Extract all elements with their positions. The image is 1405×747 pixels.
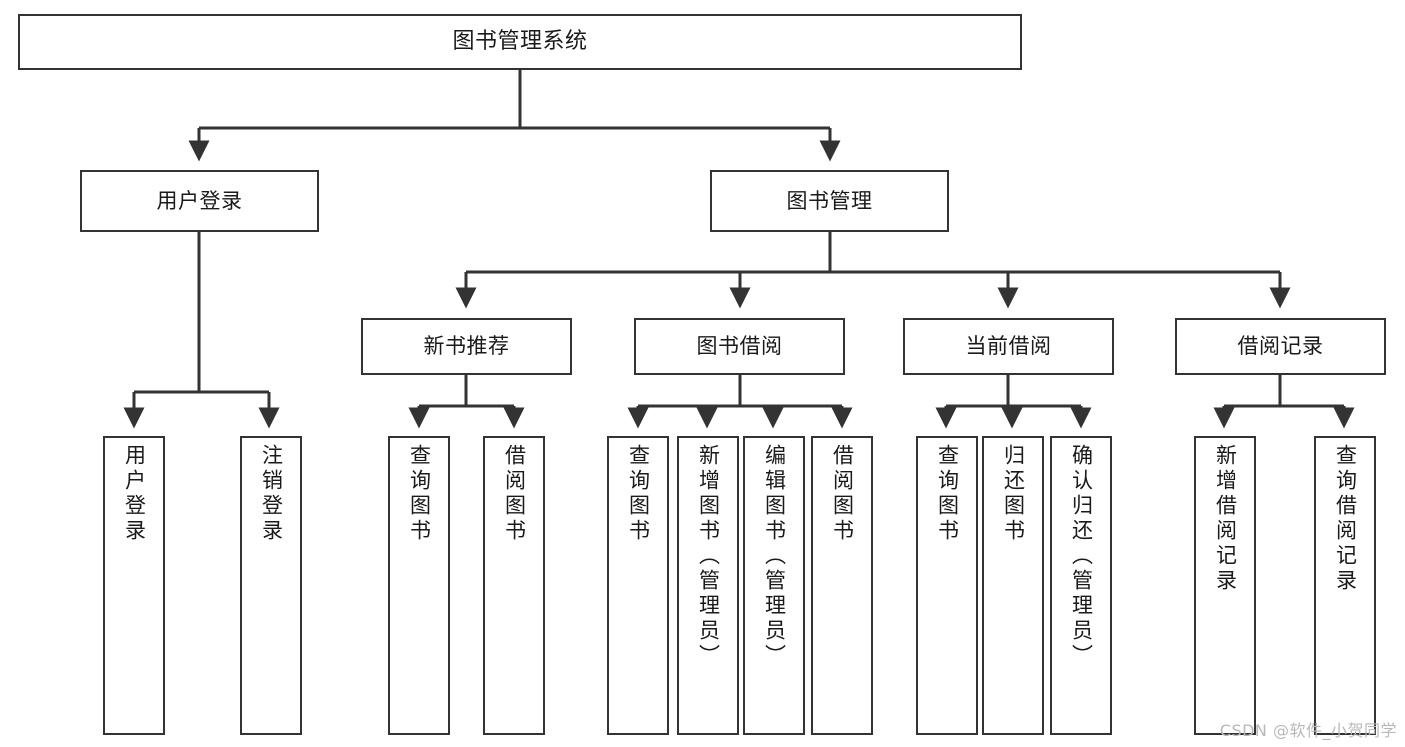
node-root-label: 图书管理系统: [452, 29, 588, 55]
node-leaf-edit-book-label: 编辑图书（管理员）: [762, 444, 787, 669]
node-leaf-query-record[interactable]: 查询借阅记录: [1314, 436, 1376, 735]
node-book-manage-label: 图书管理: [786, 188, 873, 213]
node-book-borrow[interactable]: 图书借阅: [634, 318, 845, 375]
node-leaf-query-book-1[interactable]: 查询图书: [388, 436, 450, 735]
node-current-borrow-label: 当前借阅: [965, 334, 1052, 359]
node-leaf-logout-label: 注销登录: [259, 444, 284, 544]
node-current-borrow[interactable]: 当前借阅: [903, 318, 1114, 375]
node-leaf-add-book[interactable]: 新增图书（管理员）: [677, 436, 739, 735]
node-leaf-return-book-label: 归还图书: [1001, 444, 1026, 544]
node-leaf-add-record-label: 新增借阅记录: [1213, 444, 1238, 594]
node-borrow-record[interactable]: 借阅记录: [1175, 318, 1386, 375]
node-user-login-label: 用户登录: [156, 188, 243, 213]
node-leaf-borrow-book-1[interactable]: 借阅图书: [483, 436, 545, 735]
node-leaf-add-book-label: 新增图书（管理员）: [696, 444, 721, 669]
node-leaf-confirm-return[interactable]: 确认归还（管理员）: [1050, 436, 1112, 735]
node-leaf-query-book-1-label: 查询图书: [407, 444, 432, 544]
node-book-borrow-label: 图书借阅: [696, 334, 783, 359]
node-leaf-query-book-3-label: 查询图书: [935, 444, 960, 544]
node-leaf-user-login[interactable]: 用户登录: [103, 436, 165, 735]
node-leaf-borrow-book-1-label: 借阅图书: [502, 444, 527, 544]
node-leaf-edit-book[interactable]: 编辑图书（管理员）: [743, 436, 805, 735]
node-leaf-borrow-book-2[interactable]: 借阅图书: [811, 436, 873, 735]
node-leaf-query-book-2-label: 查询图书: [626, 444, 651, 544]
node-book-manage[interactable]: 图书管理: [710, 170, 949, 232]
node-leaf-query-book-2[interactable]: 查询图书: [607, 436, 669, 735]
node-leaf-user-login-label: 用户登录: [122, 444, 147, 544]
node-root[interactable]: 图书管理系统: [18, 14, 1022, 70]
node-leaf-add-record[interactable]: 新增借阅记录: [1194, 436, 1256, 735]
node-leaf-query-book-3[interactable]: 查询图书: [916, 436, 978, 735]
csdn-watermark: CSDN @软件_小贺同学: [1219, 721, 1397, 740]
node-leaf-return-book[interactable]: 归还图书: [982, 436, 1044, 735]
node-borrow-record-label: 借阅记录: [1237, 334, 1324, 359]
node-new-book-recommend-label: 新书推荐: [423, 334, 510, 359]
node-leaf-confirm-return-label: 确认归还（管理员）: [1069, 444, 1094, 669]
node-new-book-recommend[interactable]: 新书推荐: [361, 318, 572, 375]
node-leaf-borrow-book-2-label: 借阅图书: [830, 444, 855, 544]
node-leaf-logout[interactable]: 注销登录: [240, 436, 302, 735]
node-user-login[interactable]: 用户登录: [80, 170, 319, 232]
node-leaf-query-record-label: 查询借阅记录: [1333, 444, 1358, 594]
